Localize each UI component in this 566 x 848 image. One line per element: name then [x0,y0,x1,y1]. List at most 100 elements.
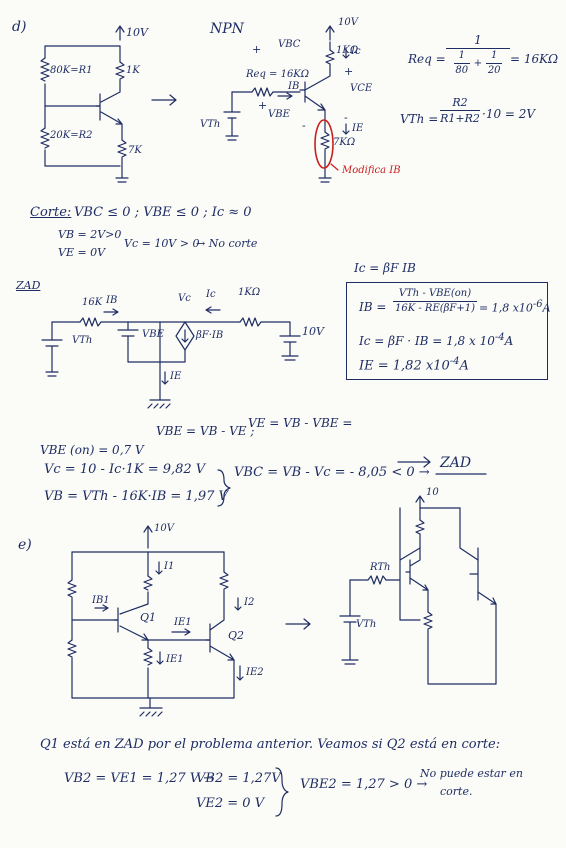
zad-rc-label: 1KΩ [238,287,261,298]
r1-label: 80K=R1 [50,65,93,76]
ib-fraction: VTh - VBE(on) 16K - RE(βF+1) [393,289,477,314]
vbc-result: ZAD [440,455,472,471]
ib-eq-label: IB = [359,300,387,314]
zad-ie-label: IE [170,371,182,382]
req-plus: + [473,57,483,69]
ib-bar [393,301,477,302]
req-fraction: 1 1 80 + 1 20 [446,34,510,76]
ie-equation-unit: A [459,358,469,374]
ic-label: Ic [351,46,361,57]
ie-label: IE [352,123,364,134]
brace-right [275,767,289,817]
ic-equation-unit: A [504,334,514,348]
corte-label: Corte: [30,205,72,220]
corte-result: → No corte [196,237,258,250]
req-d1-num: 1 [458,50,465,61]
e-ie1-label: IE1 [166,654,184,665]
e-ie1-arrow-label: IE1 [174,617,192,628]
zad-vth-label: VTh [72,335,93,346]
vbe-relation: VBE = VB - VE ; [156,424,255,438]
vth-bar [440,110,480,111]
e-supply-right-label: 10 [426,487,439,498]
zad-beta-source: βF·IB [196,330,224,341]
conclusion-vb2b: VB2 = 1,27V [196,771,281,786]
corte-conditions: VBC ≤ 0 ; VBE ≤ 0 ; Ic ≈ 0 [74,205,252,220]
corte-vc: Vc = 10V > 0 [124,237,200,250]
rc-left-label: 1K [126,65,140,76]
circuit-d-left [40,25,177,183]
circuit-zad [41,306,301,409]
ic-relation: Ic = βF IB [354,261,416,275]
circuit-d-right [223,25,350,183]
vth-fraction: R2 R1+R2 [440,97,480,124]
ic-equation-main: Ic = βF · IB = 1,8 x 10 [359,334,495,348]
ib-denominator: 16K - RE(βF+1) [394,303,476,314]
re-right-label: 7KΩ [333,137,356,148]
e-i1-label: I1 [164,561,175,572]
req-d2-den: 20 [487,65,501,76]
zad-ic-label: Ic [206,289,216,300]
vth-label: VTh [200,119,221,130]
req-numerator: 1 [474,33,482,47]
e-supply-label: 10V [154,523,174,534]
supply-right-label: 10V [338,17,358,28]
e-ib1-label: IB1 [92,595,110,606]
arrow-to-zad [397,456,431,468]
e-vth-label: VTh [356,619,377,630]
conclusion-note2: corte. [440,785,473,798]
ie-equation: IE = 1,82 x10-4A [359,356,469,374]
corte-ve: VE = 0V [58,246,106,259]
conclusion-note1: No puede estar en [420,767,523,780]
ib-value-mantissa: = 1,8 x10 [479,301,533,315]
ib-label: IB [288,81,300,92]
note-modifica-ib: Modifica IB [342,165,401,176]
vth-eq-label: VTh = [400,112,439,126]
conclusion-vb2: VB2 = VE1 = 1,27 V → [64,771,215,786]
e-rth-label: RTh [370,562,391,573]
ie-equation-exponent: -4 [449,356,460,367]
e-q1-label: Q1 [140,611,157,624]
req-d1-den: 80 [455,65,469,76]
req-eq-label: Req = [408,52,446,66]
re-left-label: 7K [128,145,142,156]
ib-value-unit: A [542,301,551,315]
vth-numerator: R2 [452,96,468,109]
plus-vce: + [344,65,354,78]
plus-vbc: + [252,43,262,56]
brace-zad [217,469,231,507]
e-i2-label: I2 [244,597,255,608]
conclusion-line1: Q1 está en ZAD por el problema anterior.… [40,737,501,752]
ib-numerator: VTh - VBE(on) [398,288,472,299]
vb-equation: VB = VTh - 16K·IB = 1,97 V [44,489,228,504]
corte-vb: VB = 2V>0 [58,228,122,241]
ie-equation-main: IE = 1,82 x10 [359,358,450,374]
zad-ib-label: IB [106,295,118,306]
zad-vc-label: Vc [178,293,191,304]
e-ie2-label: IE2 [246,667,264,678]
section-e-label: e) [18,537,32,553]
req-bar [446,48,510,49]
circuit-e-left [67,525,311,717]
plus-vbe: + [258,99,268,112]
req-d2-bar [486,63,503,64]
results-box: IB = VTh - VBE(on) 16K - RE(βF+1) = 1,8 … [346,282,551,380]
conclusion-ve2: VE2 = 0 V [196,796,265,811]
rc-right-label: 1KΩ [336,45,359,56]
ib-value: = 1,8 x10-6A [479,300,551,314]
req-label: Req = 16KΩ [246,69,310,80]
ic-equation-exponent: -4 [494,332,505,343]
req-result: = 16KΩ [510,52,559,66]
ib-value-exponent: -6 [532,299,543,310]
e-q2-label: Q2 [228,629,245,642]
minus-vce: - [344,111,348,124]
supply-left-label: 10V [126,26,148,39]
req-d1: 1 80 [453,50,470,76]
vce-label: VCE [350,83,373,94]
ve-relation: VE = VB - VBE = [248,416,353,430]
zad-vbe-label: VBE [142,329,164,340]
section-d-label: d) [12,19,27,35]
zad-supply: 10V [302,325,324,338]
ic-equation: Ic = βF · IB = 1,8 x 10-4A [359,332,514,348]
conclusion-vbe2: VBE2 = 1,27 > 0 → [300,777,428,792]
